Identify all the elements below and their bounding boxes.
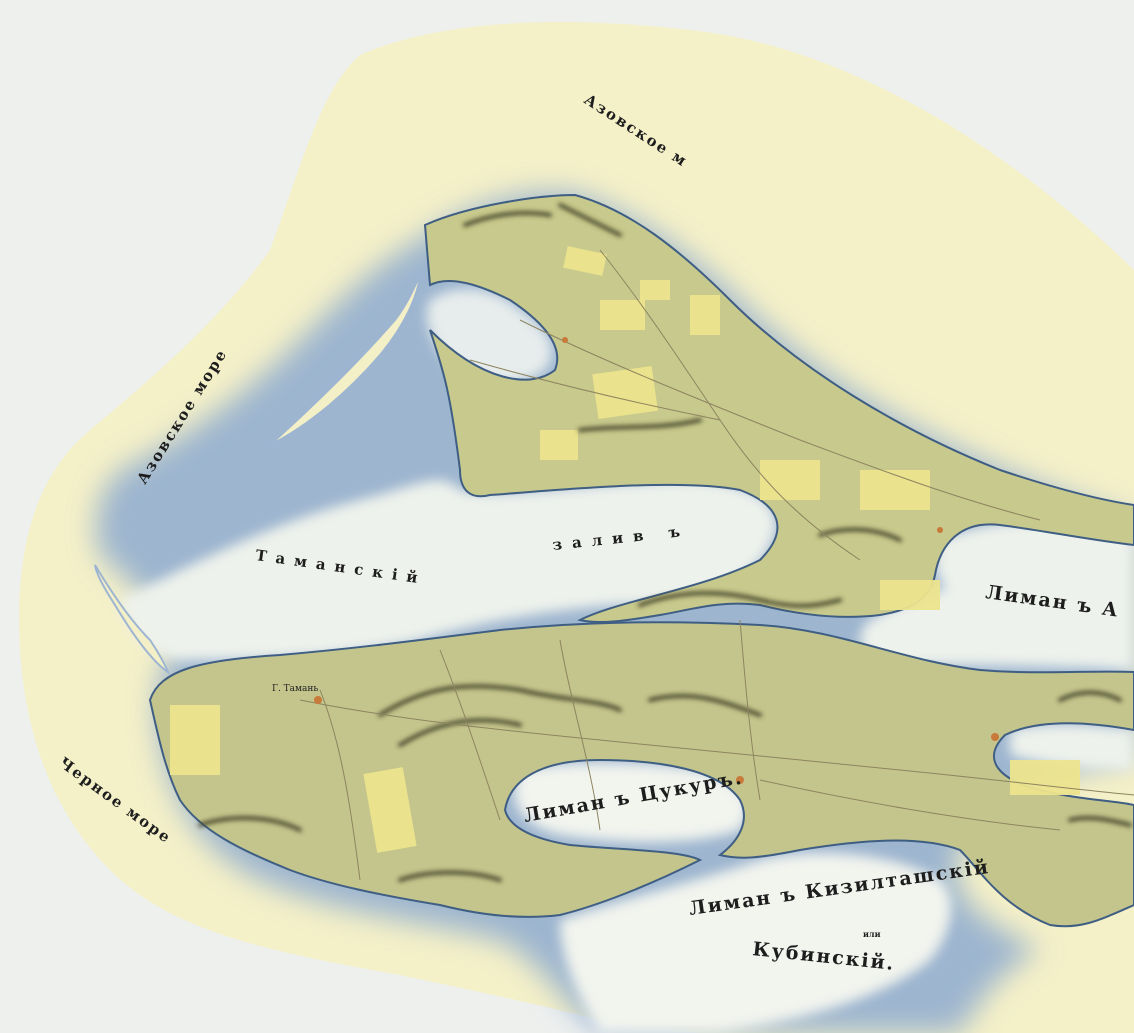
sand-spits	[94, 274, 421, 675]
label-town-taman: Г. Тамань	[272, 684, 318, 694]
roads	[299, 249, 1134, 881]
label-liman-or: или	[863, 929, 881, 939]
fields	[170, 246, 1080, 853]
land-south	[148, 621, 1134, 928]
water-bodies	[120, 289, 1134, 1033]
hills	[198, 203, 1132, 882]
settlements	[314, 337, 999, 784]
